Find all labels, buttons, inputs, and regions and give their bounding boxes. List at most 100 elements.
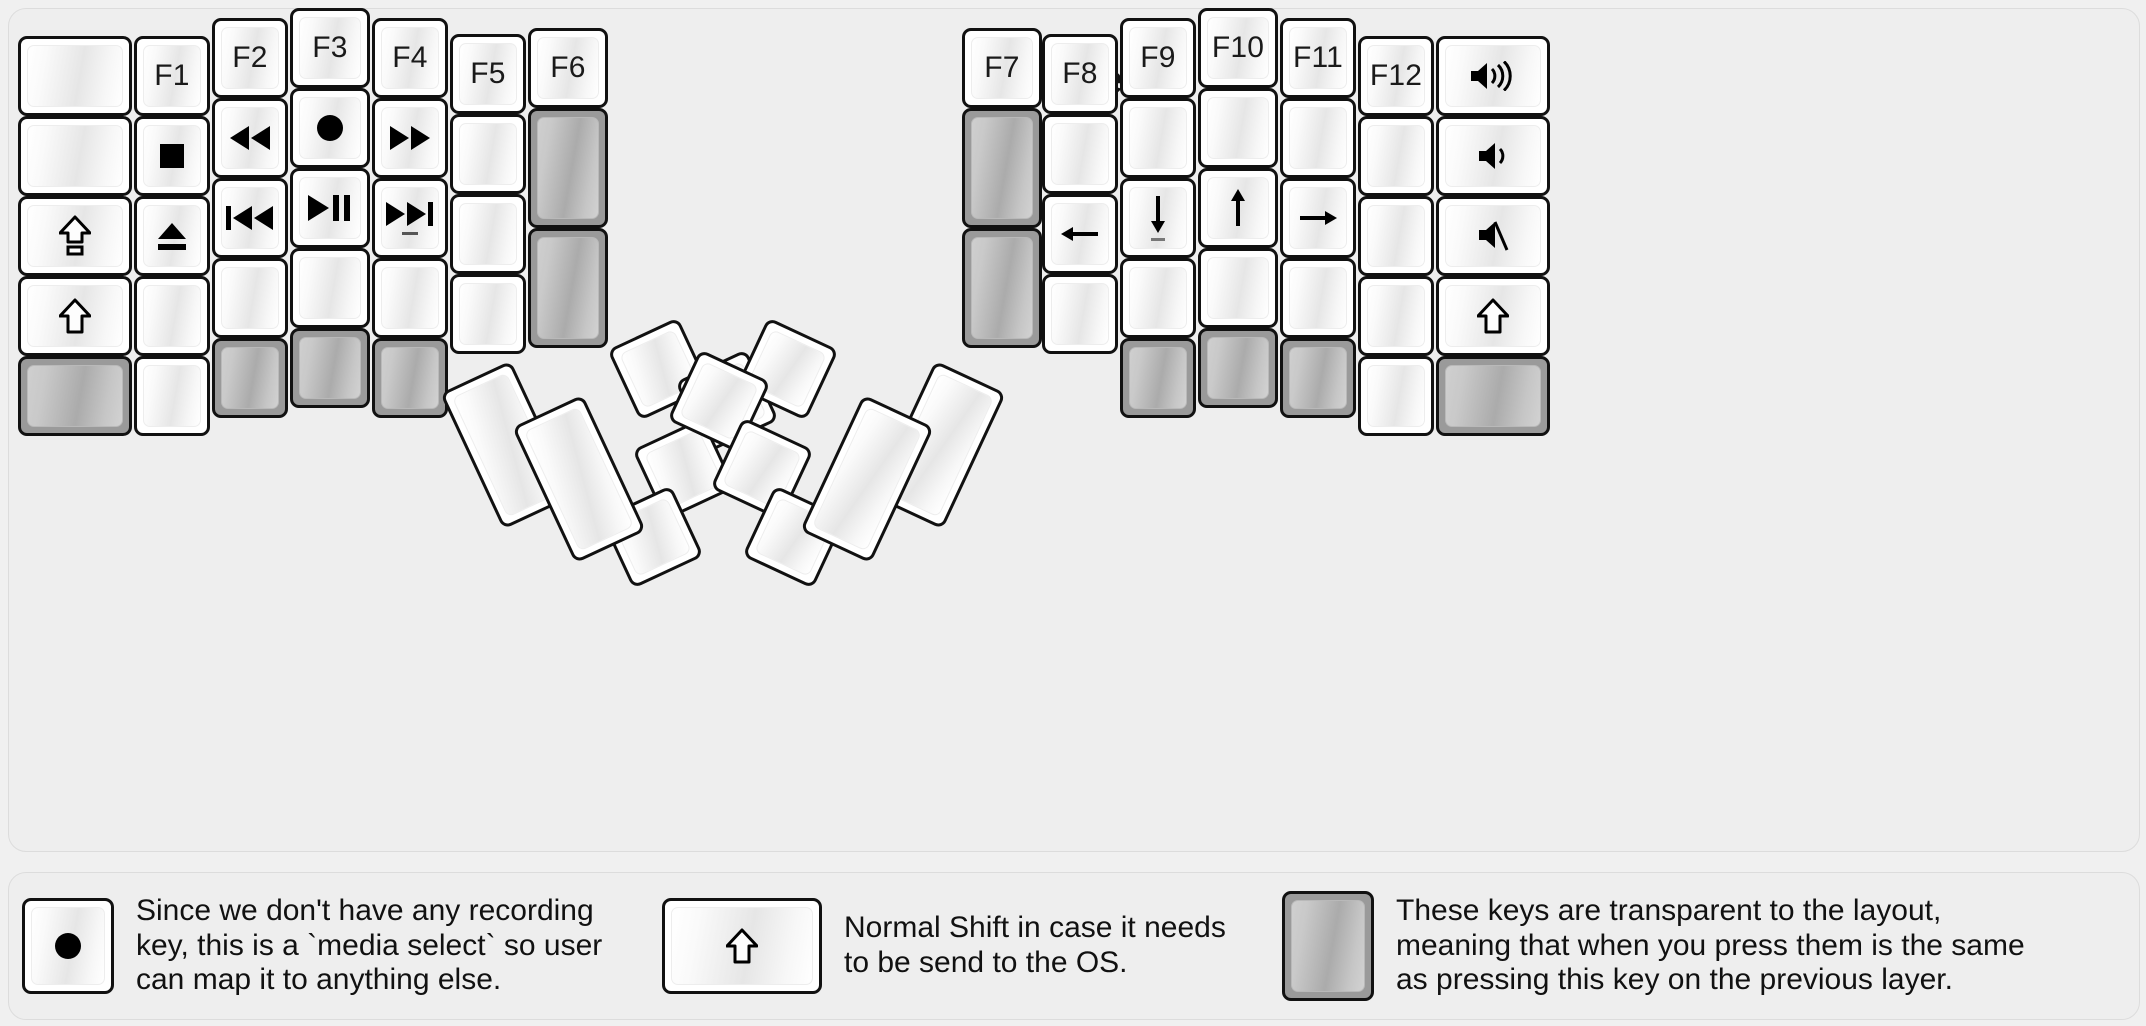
key-volume-up[interactable] <box>1436 36 1550 116</box>
key-caps-lock[interactable] <box>18 196 132 276</box>
key-blank[interactable] <box>372 258 448 338</box>
keycap-label: F3 <box>312 31 348 64</box>
key-blank[interactable] <box>134 356 210 436</box>
key-f5[interactable]: F5 <box>450 34 526 114</box>
key-arrow-right[interactable] <box>1280 178 1356 258</box>
key-f9[interactable]: F9 <box>1120 18 1196 98</box>
key-blank[interactable] <box>1280 258 1356 338</box>
key-volume-down[interactable] <box>1436 116 1550 196</box>
key-f12[interactable]: F12 <box>1358 36 1434 116</box>
shift-icon <box>59 298 91 334</box>
volume-mute-icon <box>1476 220 1510 252</box>
key-shift[interactable] <box>18 276 132 356</box>
keycap-surface: F7 <box>971 37 1033 99</box>
key-transparent[interactable] <box>212 338 288 418</box>
keycap-surface <box>221 347 279 409</box>
keycap-surface <box>143 365 201 427</box>
key-blank[interactable] <box>1198 248 1278 328</box>
key-arrow-left[interactable] <box>1042 194 1118 274</box>
previous-track-icon <box>225 205 275 231</box>
key-transparent[interactable] <box>372 338 448 418</box>
key-f7[interactable]: F7 <box>962 28 1042 108</box>
legend-sample-key <box>662 898 822 994</box>
keycap-surface <box>971 117 1033 219</box>
key-f3[interactable]: F3 <box>290 8 370 88</box>
media-stop-icon <box>157 141 187 171</box>
key-rewind[interactable] <box>212 98 288 178</box>
keycap-surface <box>299 97 361 159</box>
key-blank[interactable] <box>1042 114 1118 194</box>
key-blank[interactable] <box>1042 274 1118 354</box>
key-blank[interactable] <box>212 258 288 338</box>
keycap-surface <box>1207 257 1269 319</box>
key-blank[interactable] <box>1280 98 1356 178</box>
key-transparent[interactable] <box>18 356 132 436</box>
key-blank[interactable] <box>1358 116 1434 196</box>
keycap-label: F6 <box>550 51 586 84</box>
key-transparent[interactable] <box>962 108 1042 228</box>
key-blank[interactable] <box>1358 276 1434 356</box>
key-blank[interactable] <box>290 248 370 328</box>
key-blank[interactable] <box>18 116 132 196</box>
key-blank[interactable] <box>134 276 210 356</box>
key-f8[interactable]: F8 <box>1042 34 1118 114</box>
keycap-surface <box>27 205 123 267</box>
key-arrow-up[interactable] <box>1198 168 1278 248</box>
keycap-surface <box>143 285 201 347</box>
legend-description: Since we don't have any recording key, t… <box>136 893 603 997</box>
key-blank[interactable] <box>1120 98 1196 178</box>
key-blank[interactable] <box>18 36 132 116</box>
key-transparent[interactable] <box>1280 338 1356 418</box>
keycap-label: F4 <box>392 41 428 74</box>
key-f2[interactable]: F2 <box>212 18 288 98</box>
key-transparent[interactable] <box>528 228 608 348</box>
key-blank[interactable] <box>1120 258 1196 338</box>
key-play-pause[interactable] <box>290 168 370 248</box>
keycap-surface <box>1129 267 1187 329</box>
key-transparent[interactable] <box>528 108 608 228</box>
keycap-surface <box>1367 365 1425 427</box>
keycap-surface <box>143 125 201 187</box>
keycap-label: F8 <box>1062 57 1098 90</box>
key-media-stop[interactable] <box>134 116 210 196</box>
arrow-left-icon <box>1060 221 1100 247</box>
key-transparent[interactable] <box>1436 356 1550 436</box>
shift-icon <box>1477 298 1509 334</box>
key-blank[interactable] <box>450 194 526 274</box>
keycap-surface: F12 <box>1367 45 1425 107</box>
key-blank[interactable] <box>1198 88 1278 168</box>
keycap-surface: F1 <box>143 45 201 107</box>
keycap-surface <box>1291 900 1365 992</box>
key-fast-forward[interactable] <box>372 98 448 178</box>
keycap-surface: F5 <box>459 43 517 105</box>
key-arrow-down[interactable] <box>1120 178 1196 258</box>
key-f11[interactable]: F11 <box>1280 18 1356 98</box>
key-record[interactable] <box>290 88 370 168</box>
key-blank[interactable] <box>1358 356 1434 436</box>
key-f1[interactable]: F1 <box>134 36 210 116</box>
key-previous-track[interactable] <box>212 178 288 258</box>
key-eject[interactable] <box>134 196 210 276</box>
key-next-track[interactable] <box>372 178 448 258</box>
key-transparent[interactable] <box>1120 338 1196 418</box>
key-volume-mute[interactable] <box>1436 196 1550 276</box>
key-blank[interactable] <box>450 114 526 194</box>
keycap-label: F2 <box>232 41 268 74</box>
key-shift[interactable] <box>1436 276 1550 356</box>
keycap-surface <box>221 107 279 169</box>
play-pause-icon <box>307 194 353 222</box>
key-f6[interactable]: F6 <box>528 28 608 108</box>
key-blank[interactable] <box>450 274 526 354</box>
keycap-surface: F11 <box>1289 27 1347 89</box>
key-transparent[interactable] <box>290 328 370 408</box>
keycap-surface <box>671 907 813 985</box>
key-transparent[interactable] <box>1198 328 1278 408</box>
key-transparent[interactable] <box>962 228 1042 348</box>
keycap-surface <box>537 117 599 219</box>
keycap-surface <box>1207 337 1269 399</box>
keycap-label: F1 <box>154 59 190 92</box>
keycap-surface: F9 <box>1129 27 1187 89</box>
key-f10[interactable]: F10 <box>1198 8 1278 88</box>
key-blank[interactable] <box>1358 196 1434 276</box>
key-f4[interactable]: F4 <box>372 18 448 98</box>
